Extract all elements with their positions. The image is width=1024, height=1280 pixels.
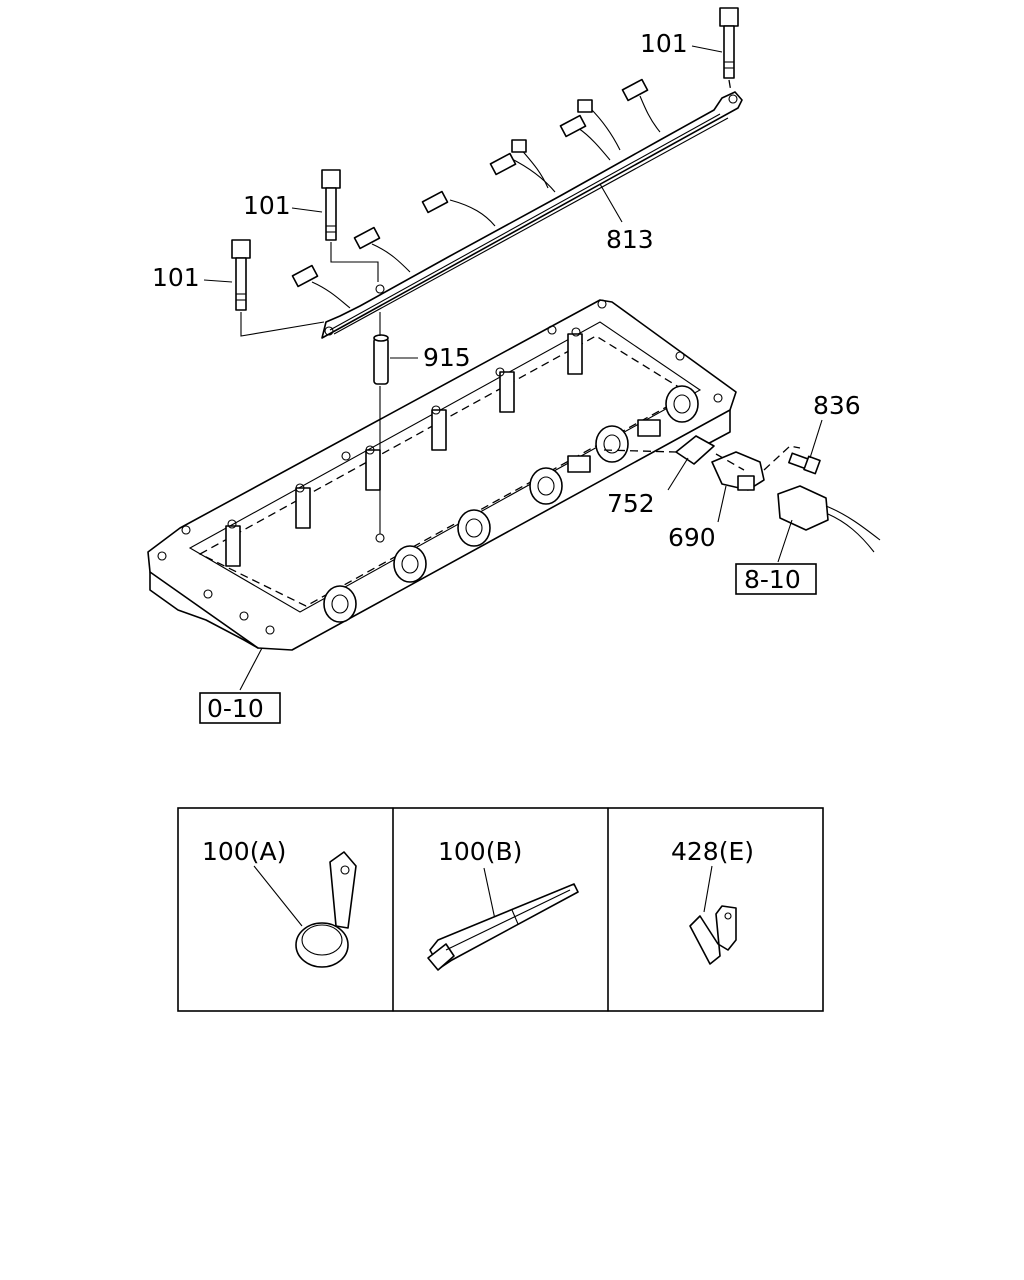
callout-ref-connector[interactable]: 8-10 (744, 565, 801, 594)
cable-tie-b: 100(B) (427, 837, 579, 971)
wiring-harness (291, 78, 743, 339)
connector-plug (777, 485, 881, 553)
inset-label-e: 428(E) (671, 837, 754, 866)
callout-bolt-left: 101 (152, 263, 200, 292)
callout-sensor: 690 (668, 523, 716, 552)
callout-sensor-bolt: 836 (813, 391, 861, 420)
callout-gasket: 752 (607, 489, 655, 518)
inset-label-b: 100(B) (438, 837, 522, 866)
clip-e: 428(E) (671, 837, 754, 965)
sensor-bolt (788, 452, 821, 475)
callout-ref-cover[interactable]: 0-10 (207, 694, 264, 723)
inset-label-a: 100(A) (202, 837, 286, 866)
inset-table (177, 807, 824, 1012)
bolt-middle (321, 169, 341, 241)
clamp-a: 100(A) (202, 837, 357, 968)
callout-spacer: 915 (423, 343, 471, 372)
bolt-top (719, 7, 739, 79)
head-cover-base (147, 299, 737, 651)
ref-box-cover (199, 692, 281, 724)
callout-harness: 813 (606, 225, 654, 254)
sensor (711, 451, 765, 491)
gasket (675, 435, 715, 465)
ref-box-connector (735, 563, 817, 595)
spacer-tube (373, 312, 389, 534)
callout-bolt-middle: 101 (243, 191, 291, 220)
callout-bolt-top: 101 (640, 29, 688, 58)
bolt-left (231, 239, 251, 311)
